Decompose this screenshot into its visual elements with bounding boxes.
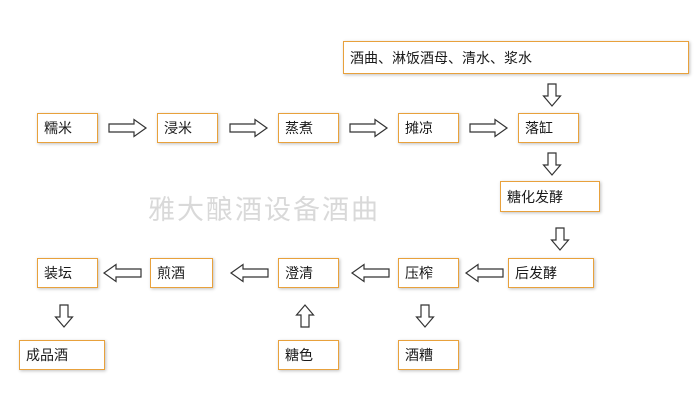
- node-saccharification: 糖化发酵: [500, 181, 600, 212]
- arrow-right-1: [108, 118, 148, 138]
- node-pressing: 压榨: [398, 258, 459, 288]
- arrow-right-4: [469, 118, 509, 138]
- arrow-down-3: [550, 227, 570, 251]
- node-glutinous-rice: 糯米: [37, 113, 98, 143]
- node-into-vat: 落缸: [518, 113, 579, 143]
- node-finished-wine: 成品酒: [19, 340, 105, 370]
- node-caramel: 糖色: [278, 340, 339, 370]
- arrow-up-1: [295, 304, 315, 328]
- arrow-down-5: [415, 304, 435, 328]
- node-decocting: 煎酒: [150, 258, 213, 288]
- arrow-left-1: [464, 263, 504, 283]
- arrow-left-2: [350, 263, 390, 283]
- arrow-down-4: [54, 304, 74, 328]
- node-clarifying: 澄清: [278, 258, 339, 288]
- arrow-left-4: [102, 263, 142, 283]
- watermark-text: 雅大酿酒设备酒曲: [148, 195, 380, 226]
- arrow-left-3: [229, 263, 269, 283]
- node-cooling: 摊凉: [398, 113, 459, 143]
- node-distillers-grains: 酒糟: [398, 340, 459, 370]
- arrow-right-3: [349, 118, 389, 138]
- arrow-down-1: [542, 83, 562, 107]
- node-steaming: 蒸煮: [278, 113, 339, 143]
- node-ingredients: 酒曲、淋饭酒母、清水、浆水: [343, 41, 689, 74]
- arrow-down-2: [542, 152, 562, 176]
- node-jarring: 装坛: [37, 258, 98, 288]
- node-soaking: 浸米: [157, 113, 218, 143]
- arrow-right-2: [229, 118, 269, 138]
- node-post-fermentation: 后发酵: [508, 258, 594, 288]
